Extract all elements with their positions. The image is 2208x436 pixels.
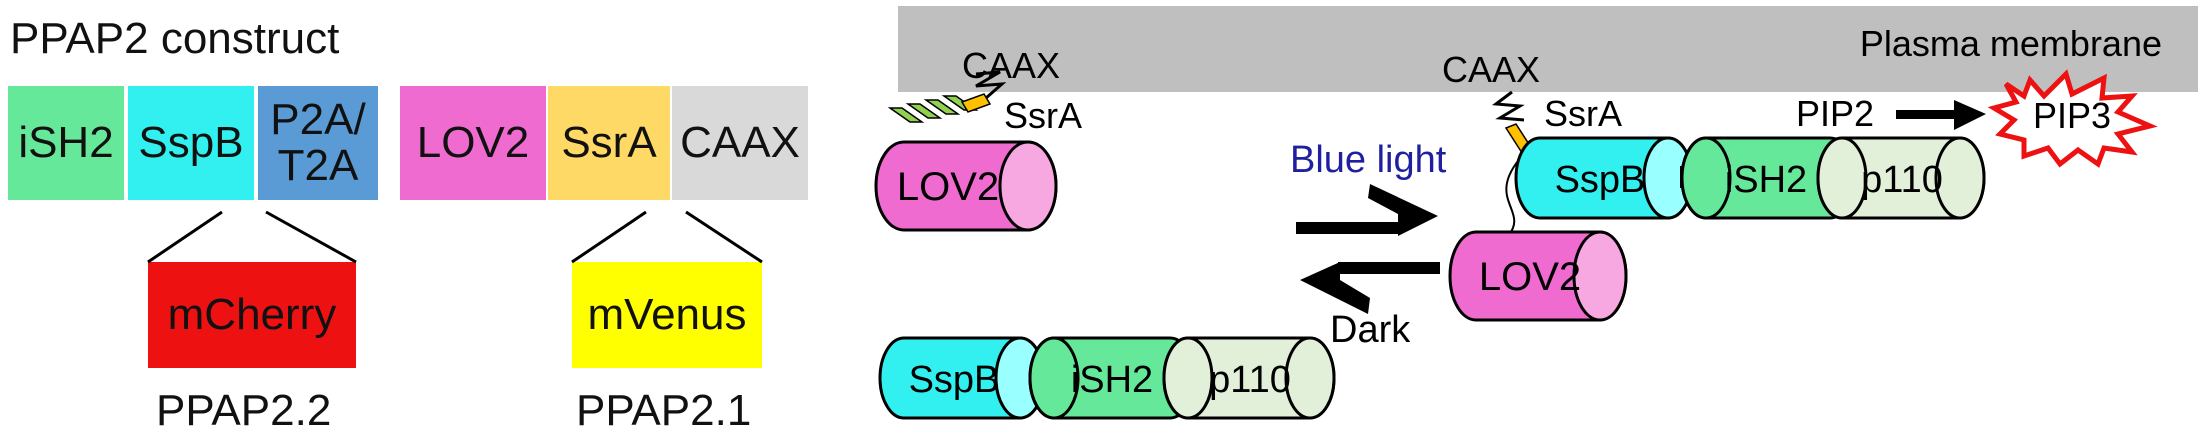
reverse-arrow bbox=[1300, 262, 1440, 314]
segment-label: CAAX bbox=[680, 118, 800, 167]
lov2-cylinder-left: LOV2 bbox=[874, 140, 1058, 232]
sspb-label-right: SspB bbox=[1555, 159, 1646, 201]
membrane-label: Plasma membrane bbox=[1860, 23, 2162, 64]
ssra-label-right: SsrA bbox=[1544, 93, 1622, 134]
segment-sspb: SspB bbox=[128, 86, 254, 200]
segment-label: iSH2 bbox=[18, 118, 114, 167]
p110-label-right: p110 bbox=[1861, 159, 1943, 201]
segment-ish2: iSH2 bbox=[8, 86, 124, 200]
lov2-label-left: LOV2 bbox=[897, 165, 999, 209]
segment-ssra: SsrA bbox=[548, 86, 670, 200]
pip2-label: PIP2 bbox=[1796, 93, 1874, 134]
variant-ppap2-2: PPAP2.2 bbox=[156, 386, 332, 435]
tag-label: mVenus bbox=[587, 290, 747, 339]
p110-label-bottom: p110 bbox=[1209, 359, 1291, 401]
sspb-label-bottom: SspB bbox=[909, 359, 1000, 401]
blue-light-label: Blue light bbox=[1290, 139, 1447, 181]
ish2-label-bottom: iSH2 bbox=[1071, 359, 1153, 401]
caax-label-left: CAAX bbox=[962, 45, 1060, 86]
segment-label: P2A/ T2A bbox=[270, 95, 366, 190]
lov2-cylinder-right: LOV2 bbox=[1448, 230, 1628, 322]
caax-anchor-right bbox=[1491, 90, 1525, 122]
ish2-label-right: iSH2 bbox=[1725, 159, 1807, 201]
pip-conversion-arrow bbox=[1896, 100, 1986, 130]
construct-title: PPAP2 construct bbox=[10, 14, 340, 63]
construct-connector-lines bbox=[147, 210, 763, 264]
segment-p2a-t2a: P2A/ T2A bbox=[258, 86, 378, 200]
pip3-burst bbox=[1987, 69, 2158, 168]
ssra-label-left: SsrA bbox=[1004, 95, 1082, 136]
variant-ppap2-1: PPAP2.1 bbox=[576, 386, 752, 435]
linker bbox=[1505, 155, 1523, 237]
segment-label: SsrA bbox=[561, 118, 657, 167]
segment-caax: CAAX bbox=[672, 86, 808, 200]
segment-label: SspB bbox=[138, 118, 244, 167]
caax-anchor-left bbox=[887, 70, 1007, 123]
lov2-label-right: LOV2 bbox=[1479, 255, 1581, 299]
mvenus-tag: mVenus bbox=[572, 262, 762, 368]
segment-label: LOV2 bbox=[416, 118, 530, 167]
recruited-complex: SspB iSH2 p110 bbox=[1514, 136, 1986, 220]
mcherry-tag: mCherry bbox=[148, 262, 356, 368]
caax-label-right: CAAX bbox=[1442, 49, 1540, 90]
plasma-membrane bbox=[898, 6, 2198, 92]
tag-label: mCherry bbox=[167, 290, 337, 339]
segment-lov2: LOV2 bbox=[400, 86, 546, 200]
dark-label: Dark bbox=[1330, 309, 1411, 351]
cytosolic-complex: SspB iSH2 p110 bbox=[878, 336, 1336, 420]
pip3-label: PIP3 bbox=[2033, 95, 2111, 136]
forward-arrow bbox=[1296, 184, 1438, 236]
